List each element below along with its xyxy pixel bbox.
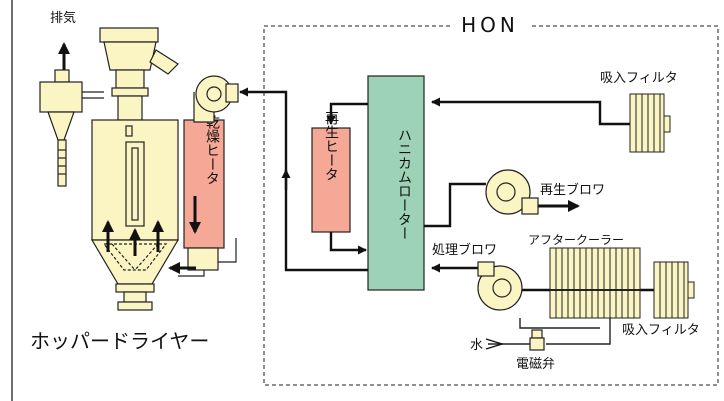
regen-heater-label: 再生ヒータ [323, 111, 339, 181]
honeycomb-rotor-label-1: ハニカムローター [396, 128, 412, 240]
drying-heater-label: 乾燥ヒータ [204, 115, 220, 185]
process-blower-label: 処理ブロワ [432, 242, 497, 258]
solenoid-valve-label: 電磁弁 [516, 357, 555, 372]
piping [239, 87, 684, 292]
intake-filter-top-label: 吸入フィルタ [600, 71, 678, 86]
drying-heater [178, 119, 237, 277]
process-blower [477, 261, 523, 311]
water-line [488, 318, 611, 345]
hopper-dryer-label: ホッパードライヤー [30, 329, 209, 353]
intake-filter-top [629, 93, 671, 153]
honeycomb-rotor [367, 75, 425, 291]
regen-blower [485, 169, 539, 215]
intake-filter-bottom [653, 261, 695, 319]
hopper-flow-arrows [102, 220, 164, 256]
water-arrow [485, 338, 505, 350]
exhaust-label: 排気 [50, 10, 76, 26]
regen-heater [311, 127, 351, 233]
solenoid-valve [529, 329, 545, 351]
after-cooler-label: アフタークーラー [528, 233, 624, 247]
dryer-blower [193, 75, 239, 123]
hon-label: HON [461, 13, 519, 37]
hopper-dryer [39, 27, 180, 311]
regen-blower-label: 再生ブロワ [540, 182, 605, 198]
hon-enclosure [263, 25, 719, 386]
after-cooler [549, 247, 641, 319]
water-label: 水 [470, 338, 483, 353]
intake-filter-bottom-label: 吸入フィルタ [622, 323, 700, 338]
